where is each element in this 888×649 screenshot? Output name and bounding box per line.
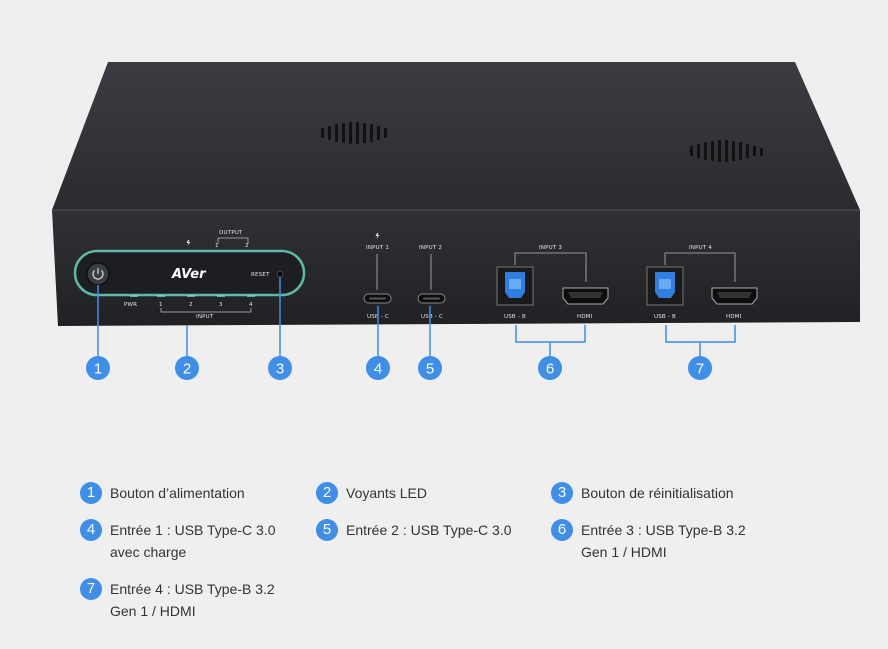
led-indicators: [130, 295, 255, 297]
legend-item-6: 6 Entrée 3 : USB Type-B 3.2 Gen 1 / HDMI: [551, 519, 776, 563]
legend-item-1: 1 Bouton d’alimentation: [80, 482, 305, 504]
reset-label: RESET: [251, 272, 270, 278]
svg-text:4: 4: [374, 361, 382, 378]
bolt-icon: [375, 233, 380, 239]
legend-text: Entrée 2 : USB Type-C 3.0: [346, 522, 512, 538]
callout-4: 4: [366, 356, 390, 380]
legend-number: 7: [80, 578, 102, 600]
top-vent-left: [321, 122, 387, 144]
legend-number: 5: [316, 519, 338, 541]
svg-text:6: 6: [546, 361, 554, 378]
legend-text: Entrée 1 : USB Type-C 3.0 avec charge: [110, 522, 276, 560]
input-led-1: 1: [159, 302, 163, 308]
svg-text:1: 1: [94, 361, 102, 378]
device-diagram: AVer RESET OUTPUT 1 2 PWR 1 2 3 4 INPUT …: [52, 62, 860, 380]
hdmi-label-3: HDMI: [577, 314, 593, 320]
svg-text:7: 7: [696, 361, 704, 378]
reset-button[interactable]: [276, 270, 284, 278]
usbb-label-4: USB - B: [654, 314, 676, 320]
legend-number: 3: [551, 482, 573, 504]
usbb-port-4[interactable]: [646, 266, 684, 306]
callout-3: 3: [268, 356, 292, 380]
callout-5: 5: [418, 356, 442, 380]
input-led-3: 3: [219, 302, 223, 308]
callout-1: 1: [86, 356, 110, 380]
power-button[interactable]: [86, 262, 110, 286]
hdmi-label-4: HDMI: [726, 314, 742, 320]
legend-number: 6: [551, 519, 573, 541]
svg-text:3: 3: [276, 361, 284, 378]
legend-item-3: 3 Bouton de réinitialisation: [551, 482, 781, 504]
legend-item-5: 5 Entrée 2 : USB Type-C 3.0: [316, 519, 541, 541]
input3-label: INPUT 3: [539, 245, 562, 251]
hdmi-port-3[interactable]: [562, 287, 609, 305]
callout-2: 2: [175, 356, 199, 380]
power-icon: [92, 270, 104, 280]
legend-text: Voyants LED: [346, 485, 427, 501]
callout-lines: [97, 277, 736, 356]
pwr-label: PWR: [124, 302, 137, 308]
legend-number: 4: [80, 519, 102, 541]
legend-text: Entrée 4 : USB Type-B 3.2 Gen 1 / HDMI: [110, 581, 275, 619]
input-led-4: 4: [249, 302, 253, 308]
input2-label: INPUT 2: [419, 245, 442, 251]
legend-text: Bouton de réinitialisation: [581, 485, 734, 501]
legend-item-4: 4 Entrée 1 : USB Type-C 3.0 avec charge: [80, 519, 305, 563]
top-vent-right: [690, 140, 763, 162]
svg-text:5: 5: [426, 361, 434, 378]
legend-item-7: 7 Entrée 4 : USB Type-B 3.2 Gen 1 / HDMI: [80, 578, 305, 622]
input1-label: INPUT 1: [366, 245, 389, 251]
callout-7: 7: [688, 356, 712, 380]
output-2-label: 2: [245, 243, 249, 249]
output-1-label: 1: [215, 243, 219, 249]
brand-logo: AVer: [171, 267, 207, 282]
usbb-port-3[interactable]: [496, 266, 534, 306]
input4-label: INPUT 4: [689, 245, 712, 251]
legend-text: Bouton d’alimentation: [110, 485, 245, 501]
legend-text: Entrée 3 : USB Type-B 3.2 Gen 1 / HDMI: [581, 522, 746, 560]
svg-text:2: 2: [183, 361, 191, 378]
bolt-icon: [186, 240, 191, 246]
input-group-label: INPUT: [196, 314, 214, 320]
callout-6: 6: [538, 356, 562, 380]
legend-number: 1: [80, 482, 102, 504]
output-label: OUTPUT: [219, 230, 243, 236]
usbb-label-3: USB - B: [504, 314, 526, 320]
legend-number: 2: [316, 482, 338, 504]
legend-item-2: 2 Voyants LED: [316, 482, 541, 504]
input-led-2: 2: [189, 302, 193, 308]
usbc-label-2: USB - C: [421, 314, 443, 320]
hdmi-port-4[interactable]: [711, 287, 758, 305]
device-top: [52, 62, 860, 210]
